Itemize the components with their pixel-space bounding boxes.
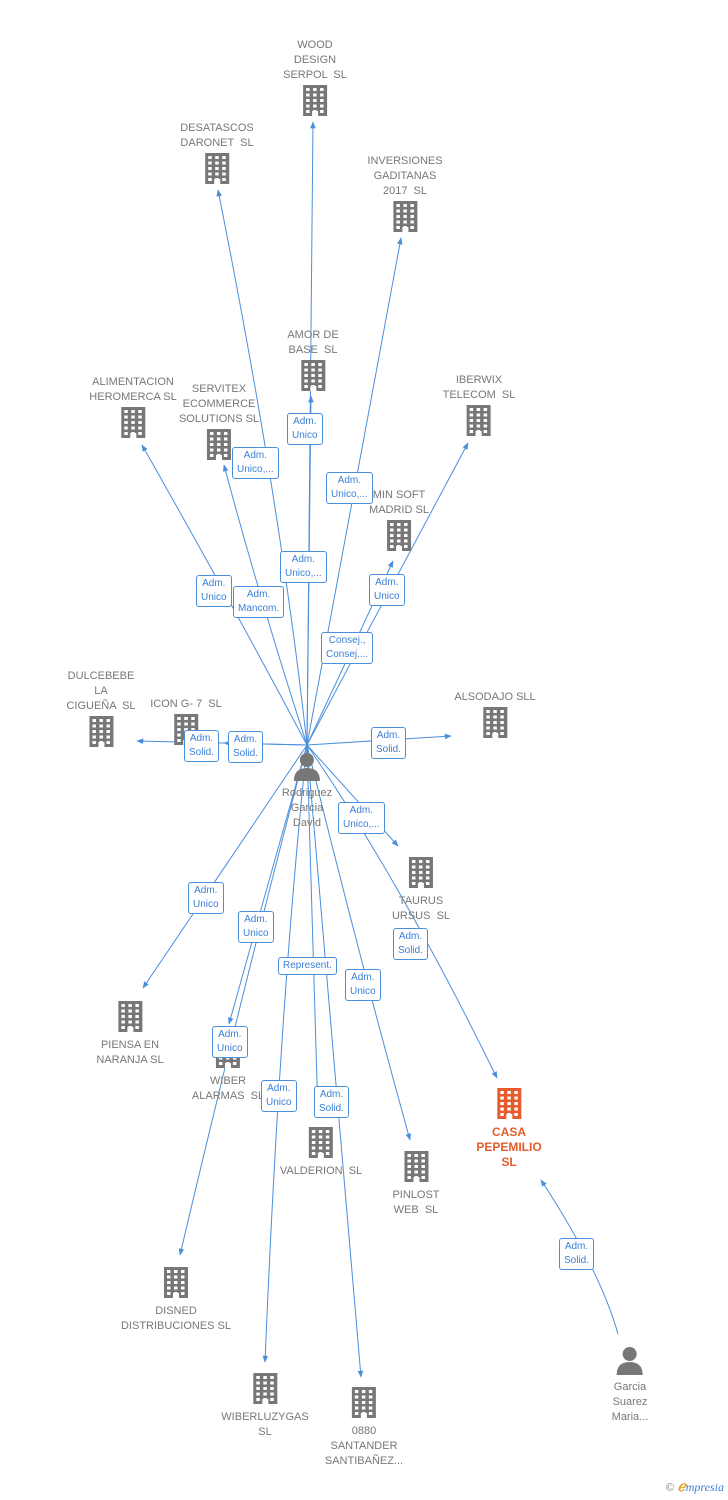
- building-icon: [385, 518, 413, 557]
- edge-label-rodriguez-wiber[interactable]: Adm. Unico: [238, 911, 274, 943]
- node-label: INVERSIONES GADITANAS 2017 SL: [367, 155, 443, 197]
- company-node-valderion[interactable]: VALDERION SL: [280, 1125, 362, 1179]
- copyright-symbol: ©: [665, 1480, 675, 1494]
- node-label: Garcia Suarez Maria...: [611, 1381, 649, 1423]
- edge-line-rodriguez-wiberluz: [262, 744, 308, 1363]
- node-label: DISNED DISTRIBUCIONES SL: [120, 1305, 232, 1332]
- node-label: SERVITEX ECOMMERCE SOLUTIONS SL: [178, 383, 260, 425]
- building-icon: [495, 1086, 523, 1125]
- edge-line-rodriguez-piensa: [142, 744, 308, 989]
- company-node-dulcebebe[interactable]: DULCEBEBE LA CIGUEÑA SL: [66, 669, 136, 753]
- person-node-garcia[interactable]: Garcia Suarez Maria...: [611, 1345, 649, 1425]
- edge-label-rodriguez-min[interactable]: Consej., Consej....: [321, 632, 374, 664]
- company-node-taurus[interactable]: TAURUS URSUS SL: [392, 855, 450, 924]
- company-node-santander[interactable]: 0880 SANTANDER SANTIBAÑEZ...: [325, 1385, 403, 1469]
- building-icon: [87, 714, 115, 753]
- company-node-desatascos[interactable]: DESATASCOS DARONET SL: [180, 121, 254, 190]
- edge-label-rodriguez-dulcebebe[interactable]: Adm. Solid.: [184, 730, 220, 762]
- edge-label-rodriguez-iberwix[interactable]: Adm. Unico: [369, 574, 405, 606]
- person-icon: [292, 751, 322, 786]
- company-node-alsodajo[interactable]: ALSODAJO SLL: [454, 690, 536, 744]
- node-label: Rodriguez Garcia David: [281, 787, 333, 829]
- edge-label-rodriguez-wood[interactable]: Adm. Unico: [287, 413, 323, 445]
- building-icon: [402, 1149, 430, 1188]
- building-icon: [299, 358, 327, 397]
- company-node-casa[interactable]: CASA PEPEMILIO SL: [476, 1086, 542, 1170]
- edge-label-rodriguez-santander[interactable]: Adm. Solid.: [314, 1086, 350, 1118]
- node-label: AMOR DE BASE SL: [287, 329, 339, 356]
- company-node-amor[interactable]: AMOR DE BASE SL: [287, 328, 339, 397]
- building-icon: [119, 405, 147, 444]
- node-label: DULCEBEBE LA CIGUEÑA SL: [66, 670, 136, 712]
- node-label: ALSODAJO SLL: [454, 691, 536, 703]
- edge-label-rodriguez-piensa[interactable]: Adm. Unico: [188, 882, 224, 914]
- building-icon: [162, 1265, 190, 1304]
- building-icon: [203, 151, 231, 190]
- edge-label-rodriguez-amor[interactable]: Adm. Unico,...: [280, 551, 327, 583]
- edge-label-rodriguez-icon[interactable]: Adm. Solid.: [228, 731, 264, 763]
- node-label: TAURUS URSUS SL: [391, 895, 451, 922]
- building-icon: [205, 427, 233, 466]
- node-label: CASA PEPEMILIO SL: [476, 1125, 542, 1169]
- edge-line-rodriguez-pinlost: [306, 744, 412, 1141]
- edge-label-rodriguez-wiberluz[interactable]: Adm. Unico: [261, 1080, 297, 1112]
- node-label: VALDERION SL: [279, 1165, 363, 1177]
- company-node-wood[interactable]: WOOD DESIGN SERPOL SL: [283, 38, 347, 122]
- edge-line-rodriguez-santander: [306, 744, 364, 1378]
- node-label: MIN SOFT MADRID SL: [369, 489, 429, 516]
- company-node-piensa[interactable]: PIENSA EN NARANJA SL: [96, 999, 164, 1068]
- edge-line-rodriguez-wiber: [227, 744, 308, 1025]
- brand-name: mpresia: [685, 1480, 724, 1494]
- building-icon: [481, 705, 509, 744]
- edge-label-rodriguez-servitex[interactable]: Adm. Mancom.: [233, 586, 285, 618]
- node-label: DESATASCOS DARONET SL: [180, 122, 254, 149]
- company-node-alimentacion[interactable]: ALIMENTACION HEROMERCA SL: [89, 375, 177, 444]
- node-label: WIBER ALARMAS SL: [191, 1075, 265, 1102]
- company-node-wiberluz[interactable]: WIBERLUZYGAS SL: [221, 1371, 309, 1440]
- person-node-rodriguez[interactable]: Rodriguez Garcia David: [282, 751, 332, 831]
- building-icon: [407, 855, 435, 894]
- node-label: PIENSA EN NARANJA SL: [96, 1039, 164, 1066]
- node-label: ICON G- 7 SL: [150, 698, 222, 710]
- node-label: WIBERLUZYGAS SL: [221, 1411, 309, 1438]
- person-icon: [615, 1345, 645, 1380]
- edge-label-rodriguez-disned[interactable]: Adm. Unico: [212, 1026, 248, 1058]
- edge-label-rodriguez-inversiones[interactable]: Adm. Unico,...: [326, 472, 373, 504]
- edge-label-rodriguez-alsodajo[interactable]: Adm. Solid.: [371, 727, 407, 759]
- edge-label-rodriguez-taurus[interactable]: Adm. Unico,...: [338, 802, 385, 834]
- edge-label-rodriguez-casa[interactable]: Adm. Solid.: [393, 928, 429, 960]
- node-label: WOOD DESIGN SERPOL SL: [283, 39, 347, 81]
- edge-label-rodriguez-desatascos[interactable]: Adm. Unico,...: [232, 447, 279, 479]
- edge-line-rodriguez-valderion: [306, 744, 321, 1117]
- edge-line-rodriguez-casa: [306, 744, 498, 1079]
- company-node-iberwix[interactable]: IBERWIX TELECOM SL: [442, 373, 516, 442]
- node-label: IBERWIX TELECOM SL: [442, 374, 516, 401]
- edge-line-rodriguez-desatascos: [216, 189, 308, 746]
- node-label: 0880 SANTANDER SANTIBAÑEZ...: [324, 1425, 404, 1467]
- edge-label-rodriguez-valderion[interactable]: Represent.: [278, 957, 337, 975]
- building-icon: [301, 83, 329, 122]
- company-node-pinlost[interactable]: PINLOST WEB SL: [392, 1149, 440, 1218]
- building-icon: [251, 1371, 279, 1410]
- edge-line-rodriguez-disned: [178, 744, 308, 1256]
- node-label: ALIMENTACION HEROMERCA SL: [89, 376, 177, 403]
- building-icon: [307, 1125, 335, 1164]
- brand-footer[interactable]: © ℯmpresia: [665, 1479, 724, 1496]
- building-icon: [465, 403, 493, 442]
- edge-label-rodriguez-pinlost[interactable]: Adm. Unico: [345, 969, 381, 1001]
- company-node-min[interactable]: MIN SOFT MADRID SL: [369, 488, 429, 557]
- company-node-servitex[interactable]: SERVITEX ECOMMERCE SOLUTIONS SL: [179, 382, 259, 466]
- building-icon: [350, 1385, 378, 1424]
- edge-label-rodriguez-alimentacion[interactable]: Adm. Unico: [196, 575, 232, 607]
- edge-label-garcia-casa[interactable]: Adm. Solid.: [559, 1238, 595, 1270]
- node-label: PINLOST WEB SL: [392, 1189, 440, 1216]
- building-icon: [116, 999, 144, 1038]
- company-node-inversiones[interactable]: INVERSIONES GADITANAS 2017 SL: [367, 154, 443, 238]
- brand-logo-letter: ℯ: [677, 1480, 686, 1495]
- building-icon: [391, 199, 419, 238]
- company-node-disned[interactable]: DISNED DISTRIBUCIONES SL: [121, 1265, 231, 1334]
